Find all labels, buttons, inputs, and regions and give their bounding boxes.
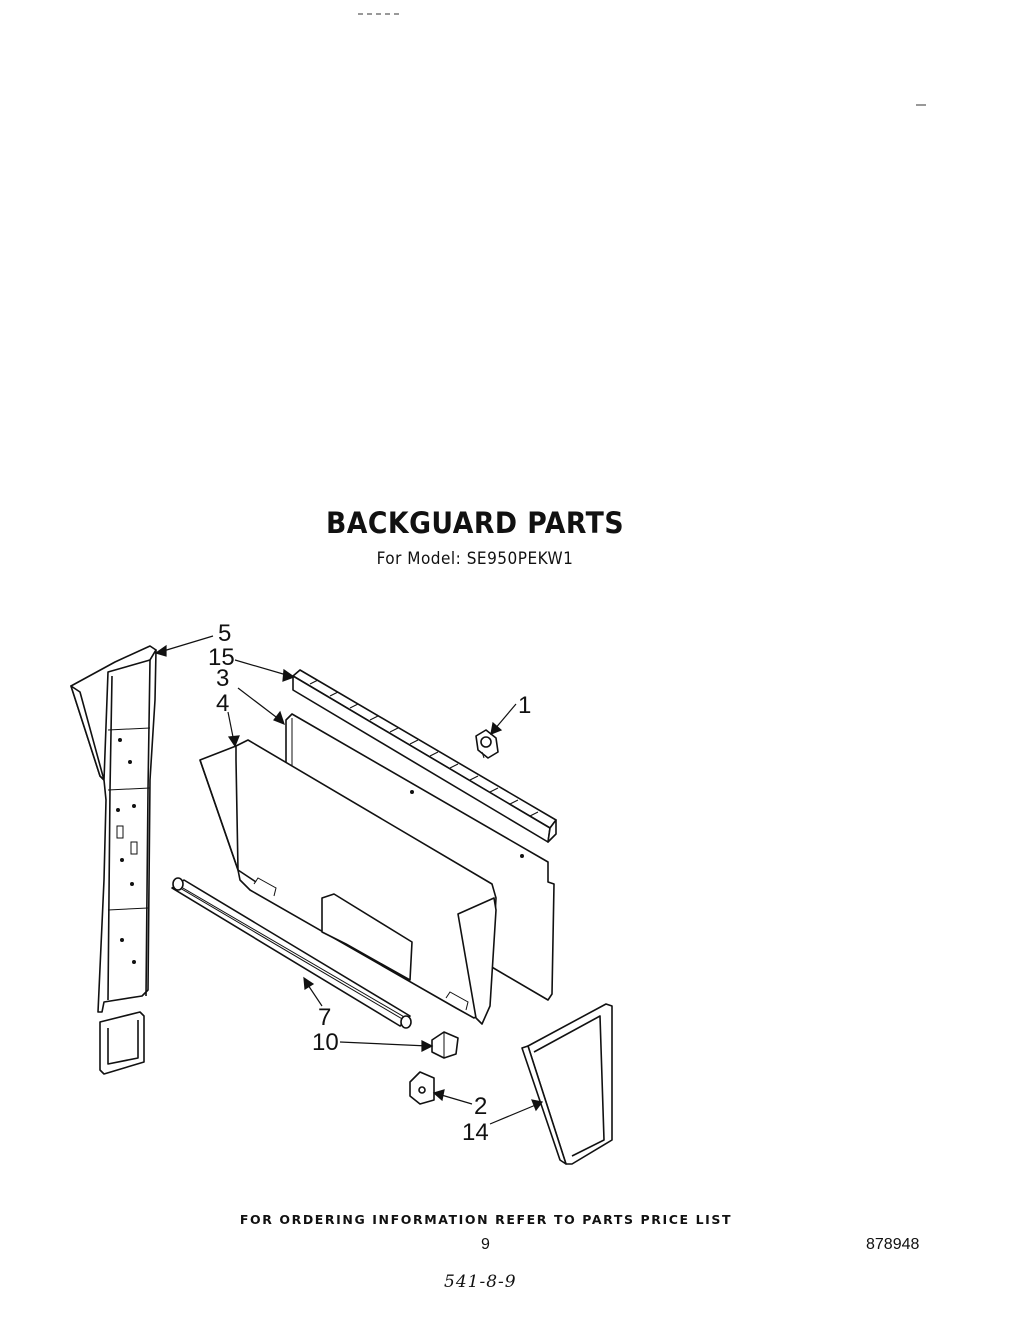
part-10-lamp-holder <box>431 1031 459 1059</box>
part-2-socket <box>409 1071 435 1105</box>
page-title: BACKGUARD PARTS <box>325 506 625 540</box>
callout-2: 2 <box>474 1093 487 1120</box>
part-5-side-trim <box>70 645 157 1075</box>
page-number: 9 <box>481 1236 490 1253</box>
part-7-fluorescent-tube <box>171 877 412 1029</box>
part-14-side-trim <box>521 1003 613 1165</box>
callout-15: 15 <box>208 644 235 671</box>
callout-3: 3 <box>216 665 229 692</box>
ordering-note: FOR ORDERING INFORMATION REFER TO PARTS … <box>239 1212 733 1227</box>
callout-5: 5 <box>218 620 231 647</box>
callout-10: 10 <box>312 1029 339 1056</box>
part-15-top-channel <box>292 669 557 843</box>
handwritten-note: 541-8-9 <box>444 1272 517 1292</box>
callout-1: 1 <box>518 692 531 719</box>
document-number: 878948 <box>866 1236 920 1253</box>
callout-7: 7 <box>318 1004 331 1031</box>
model-subtitle: For Model: SE950PEKW1 <box>376 549 574 569</box>
callout-14: 14 <box>462 1119 489 1146</box>
leader-lines <box>154 635 544 1125</box>
part-4-backguard-body <box>199 739 497 1025</box>
callout-4: 4 <box>216 690 229 717</box>
part-1-clip <box>475 729 499 759</box>
